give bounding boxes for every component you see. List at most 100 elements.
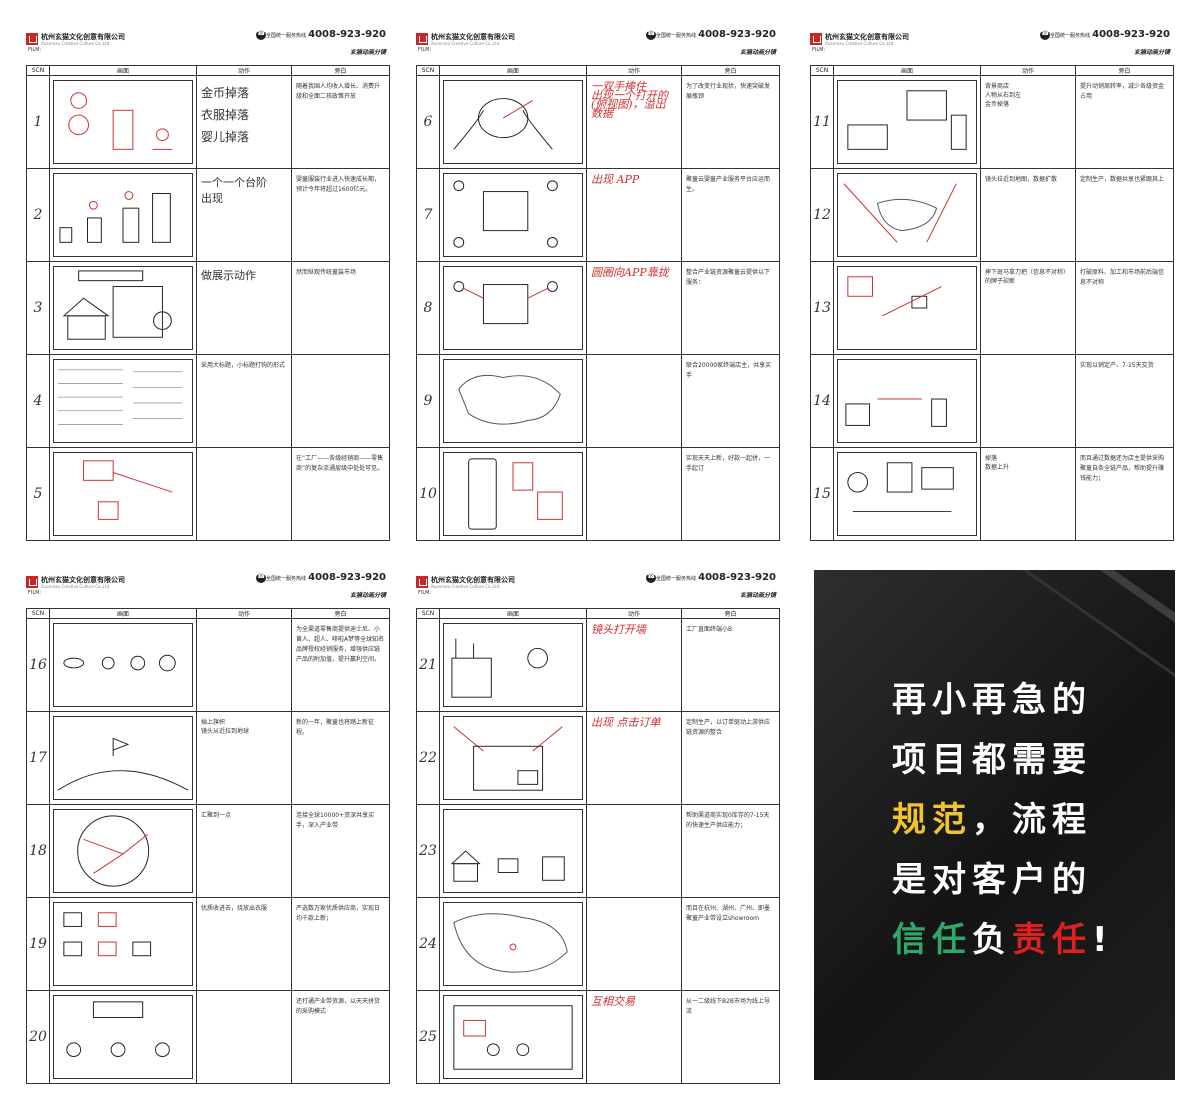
scene-number: 23 <box>419 843 437 859</box>
col-header-action: 动作 <box>980 65 1076 76</box>
scene-narration-cell: 联合20000家终端店主，共享买手 <box>681 354 780 448</box>
hotline-label: 全国统一服务热线 <box>265 576 306 582</box>
scene-narration-cell: 还打通产业带资源，以天天拼货的采购模式 <box>291 990 390 1084</box>
company-name: 杭州玄猫文化创意有限公司 <box>825 33 909 41</box>
scene-image-cell <box>439 711 587 805</box>
scene-number: 8 <box>423 300 433 316</box>
scene-action-cell: 掉落 数据上升 <box>980 447 1076 541</box>
hotline-label: 全国统一服务热线 <box>655 576 696 582</box>
scene-action-cell: 一双手捧住 出现一个打开的 (俯视图)，溢出 数据 <box>586 75 682 169</box>
scene-number-cell: 23 <box>416 804 440 898</box>
scene-number-cell: 24 <box>416 897 440 991</box>
phone-icon <box>256 29 266 40</box>
scene-action: 汇聚到一点 <box>201 812 232 819</box>
scene-narration-cell: 然而纵观传统童装市场 <box>291 261 390 355</box>
scene-image-cell <box>49 711 197 805</box>
slogan-line-3-rest: ，流程 <box>972 800 1092 840</box>
col-header-scn: SCN <box>26 608 50 619</box>
scene-sketch-frame <box>443 623 583 707</box>
scene-number: 6 <box>423 114 433 130</box>
scene-sketch <box>468 458 563 530</box>
scene-number: 12 <box>813 207 831 223</box>
scene-action: 出现 APP <box>591 173 640 186</box>
scene-number-cell: 8 <box>416 261 440 355</box>
scene-number-cell: 20 <box>26 990 50 1084</box>
company-logo-icon <box>26 576 38 588</box>
slogan-line-3: 规范，流程 <box>892 790 1132 850</box>
scene-action-cell <box>196 447 292 541</box>
scene-number: 15 <box>813 486 831 502</box>
scene-number: 13 <box>813 300 831 316</box>
scene-action-cell: 镜头打开墙 <box>586 618 682 712</box>
col-header-narration: 旁白 <box>291 608 390 619</box>
scene-action-cell: 优质收进去，烧放出衣服 <box>196 897 292 991</box>
scene-sketch <box>63 912 152 957</box>
scene-narration-cell: 为了改变行业现状，快速突破发展瓶颈 <box>681 75 780 169</box>
scene-sketch <box>843 183 957 243</box>
scene-number: 22 <box>419 750 437 766</box>
scene-number: 18 <box>29 843 47 859</box>
company-name-en: Xuanmao Creative Culture Co.,Ltd <box>41 584 110 589</box>
scene-image-cell <box>833 354 981 448</box>
scene-narration: 而且在杭州、湖州、广州、即墨聚童产业带设立showroom <box>686 905 771 922</box>
scene-narration-cell: 新的一年，聚童也将踏上新征程。 <box>291 711 390 805</box>
scene-action-cell: 一个一个台阶 出现 <box>196 168 292 262</box>
scene-action-cell <box>586 354 682 448</box>
scene-action-cell: 插上旗帜 镜头从近拉到地球 <box>196 711 292 805</box>
company-name-en: Xuanmao Creative Culture Co.,Ltd <box>41 41 110 46</box>
scene-number: 20 <box>29 1029 47 1045</box>
col-header-action: 动作 <box>196 65 292 76</box>
scene-sketch <box>453 180 558 248</box>
scene-number: 4 <box>33 393 43 409</box>
scene-narration: 工厂直面终端小B <box>686 626 733 633</box>
scene-narration: 婴童服装行业进入快速成长期，预计今年将超过1600亿元。 <box>296 176 381 193</box>
company-name: 杭州玄猫文化创意有限公司 <box>41 33 125 41</box>
scene-sketch <box>453 281 558 325</box>
scene-narration-cell: 婴童服装行业进入快速成长期，预计今年将超过1600亿元。 <box>291 168 390 262</box>
hotline-number: 4008-923-920 <box>698 572 776 583</box>
scene-narration: 定制生产，数据共享也紧跟其上 <box>1080 176 1165 183</box>
scene-sketch-frame <box>53 716 193 800</box>
company-name: 杭州玄猫文化创意有限公司 <box>431 576 515 584</box>
scene-sketch-frame <box>443 266 583 350</box>
scene-action: 插上旗帜 镜头从近拉到地球 <box>201 719 250 735</box>
scene-sketch <box>451 638 548 698</box>
hotline-label: 全国统一服务热线 <box>265 33 306 39</box>
scene-sketch-frame <box>53 809 193 893</box>
scene-sketch-frame <box>53 452 193 536</box>
scene-action <box>587 448 681 460</box>
scene-action-cell: 摔下斑马拿刀把（信息不对称）的牌子砍断 <box>980 261 1076 355</box>
scene-action: 做展示动作 <box>201 269 256 282</box>
slogan-connector: 负 <box>972 920 1012 960</box>
scene-image-cell <box>49 990 197 1084</box>
scene-image-cell <box>49 804 197 898</box>
scene-image-cell <box>49 447 197 541</box>
company-name: 杭州玄猫文化创意有限公司 <box>431 33 515 41</box>
scene-sketch <box>57 369 183 425</box>
scene-sketch-frame <box>443 173 583 257</box>
slogan-duty: 责任 <box>1012 920 1092 960</box>
col-header-image: 画面 <box>439 65 587 76</box>
scene-narration: 新的一年，聚童也将踏上新征程。 <box>296 719 375 736</box>
scene-narration: 在“工厂——各级经销商——零售商”的复杂流通层级中处处可见。 <box>296 455 384 472</box>
storyboard-label: 玄猫动画分镜 <box>739 49 776 56</box>
hotline-label: 全国统一服务热线 <box>1049 33 1090 39</box>
scene-image-cell <box>833 75 981 169</box>
scene-sketch-frame <box>837 173 977 257</box>
scene-sketch-frame <box>53 80 193 164</box>
scene-image-cell <box>439 261 587 355</box>
